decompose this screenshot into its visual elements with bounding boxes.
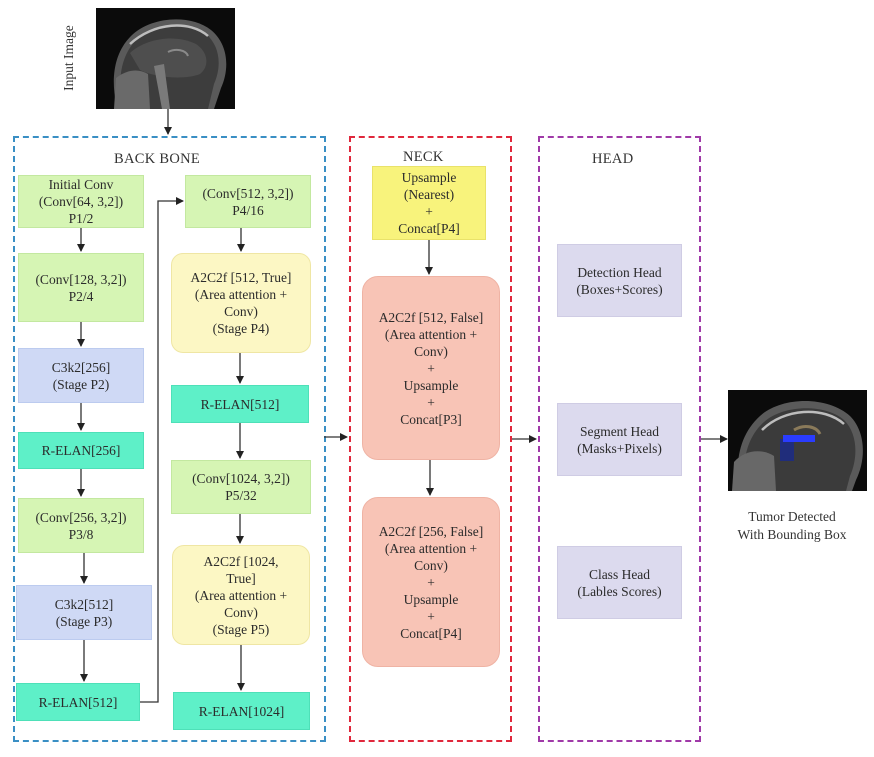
- node-a2c2f-256-false: A2C2f [256, False] (Area attention + Con…: [362, 497, 500, 667]
- node-a2c2f-512-false: A2C2f [512, False] (Area attention + Con…: [362, 276, 500, 460]
- node-upsample-concat-p4: Upsample (Nearest) + Concat[P4]: [372, 166, 486, 240]
- bounding-box: [783, 435, 815, 442]
- node-a2c2f-512: A2C2f [512, True] (Area attention + Conv…: [171, 253, 311, 353]
- node-initial-conv: Initial Conv (Conv[64, 3,2]) P1/2: [18, 175, 144, 228]
- node-c3k2-256: C3k2[256] (Stage P2): [18, 348, 144, 403]
- node-conv-1024: (Conv[1024, 3,2]) P5/32: [171, 460, 311, 514]
- node-conv-128: (Conv[128, 3,2]) P2/4: [18, 253, 144, 322]
- neck-section: [349, 136, 512, 742]
- head-title: HEAD: [592, 151, 634, 167]
- output-caption: Tumor Detected With Bounding Box: [737, 509, 847, 542]
- input-mri-image: [96, 8, 235, 109]
- output-mri-image: [728, 390, 867, 491]
- node-a2c2f-1024: A2C2f [1024, True] (Area attention + Con…: [172, 545, 310, 645]
- node-class-head: Class Head (Lables Scores): [557, 546, 682, 619]
- input-image-label: Input Image: [61, 25, 76, 91]
- node-segment-head: Segment Head (Masks+Pixels): [557, 403, 682, 476]
- backbone-title: BACK BONE: [114, 151, 201, 167]
- node-relan-512-a: R-ELAN[512]: [16, 683, 140, 721]
- head-section: [538, 136, 701, 742]
- mri-bounding-box-icon: [728, 390, 867, 491]
- node-c3k2-512: C3k2[512] (Stage P3): [16, 585, 152, 640]
- node-conv-512: (Conv[512, 3,2]) P4/16: [185, 175, 311, 228]
- node-relan-1024: R-ELAN[1024]: [173, 692, 310, 730]
- neck-title: NECK: [403, 149, 444, 165]
- node-detection-head: Detection Head (Boxes+Scores): [557, 244, 682, 317]
- node-conv-256: (Conv[256, 3,2]) P3/8: [18, 498, 144, 553]
- node-relan-256: R-ELAN[256]: [18, 432, 144, 469]
- node-relan-512-b: R-ELAN[512]: [171, 385, 309, 423]
- backbone-section: [13, 136, 326, 742]
- mri-brain-icon: [96, 8, 235, 109]
